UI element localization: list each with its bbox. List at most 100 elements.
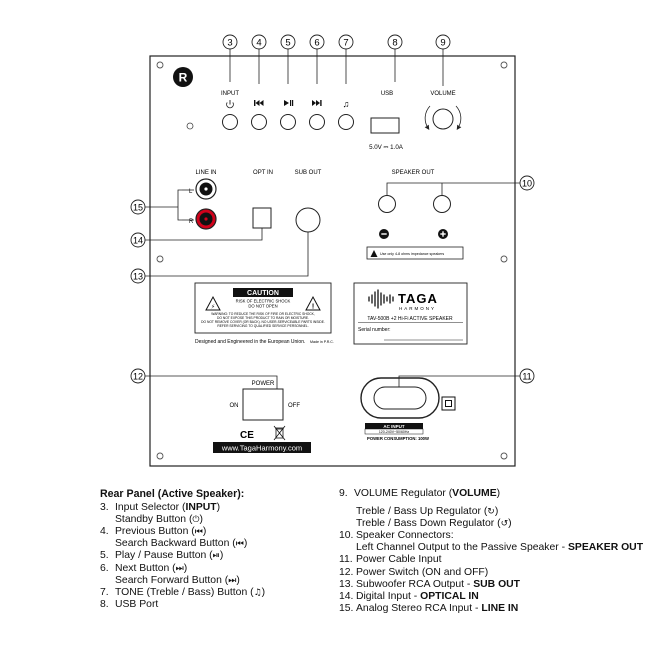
ce-mark: CE	[240, 430, 254, 441]
legend-item-suffix: )	[219, 550, 224, 562]
svg-text:⚡: ⚡	[211, 304, 215, 311]
label-opt-in: OPT IN	[253, 170, 273, 176]
legend-item-number: 11.	[339, 554, 353, 566]
music-note-icon: ♫	[343, 99, 350, 109]
legend-item-number: 9.	[339, 488, 348, 499]
svg-text:RISK OF ELECTRIC SHOCK: RISK OF ELECTRIC SHOCK	[236, 299, 291, 304]
label-line-in: LINE IN	[195, 170, 216, 176]
svg-text:13: 13	[133, 272, 143, 282]
legend-item: 4.Previous Button (⏮)	[100, 526, 335, 538]
legend-item-suffix: )	[494, 506, 499, 518]
svg-text:8: 8	[392, 38, 397, 49]
subwoofer-output-jack[interactable]	[295, 207, 321, 233]
legend-item-number: 7.	[100, 586, 109, 598]
legend-item-suffix: )	[199, 514, 203, 526]
svg-text:Use only 4-8 ohms impedance sp: Use only 4-8 ohms impedance speakers	[380, 252, 444, 256]
legend-item: 9.VOLUME Regulator (VOLUME)	[339, 488, 639, 500]
svg-text:TAGA: TAGA	[398, 291, 438, 306]
legend-item: Treble / Bass Up Regulator (↻)	[339, 506, 639, 518]
website-banner	[213, 442, 311, 453]
input-standby-button[interactable]	[222, 114, 238, 130]
svg-text:15: 15	[133, 203, 143, 213]
svg-text:WARNING: TO REDUCE THE RISK OF: WARNING: TO REDUCE THE RISK OF FIRE OR E…	[211, 312, 315, 316]
legend-item-text: Speaker Connectors:	[356, 530, 454, 542]
svg-text:6: 6	[314, 38, 319, 49]
double-insulation-icon	[441, 396, 456, 411]
legend-item-icon: ⏮	[235, 539, 244, 550]
volume-knob-arrows	[424, 105, 462, 131]
svg-text:5: 5	[285, 38, 290, 49]
small-hole	[186, 122, 194, 130]
legend-item-icon: ⏮	[194, 527, 203, 538]
svg-text:10: 10	[522, 179, 532, 189]
callout-5: 5	[280, 34, 296, 84]
legend-item-number: 5.	[100, 550, 109, 562]
legend-item-text: Input Selector (	[115, 502, 186, 514]
mounting-screws	[156, 61, 508, 460]
legend-item: Standby Button (⏻)	[100, 514, 335, 526]
svg-text:REFER SERVICING TO QUALIFIED S: REFER SERVICING TO QUALIFIED SERVICE PER…	[217, 324, 308, 328]
legend-item-suffix: )	[183, 562, 188, 574]
optical-input[interactable]	[252, 207, 272, 229]
play-pause-button[interactable]	[280, 114, 296, 130]
rca-right-jack[interactable]	[195, 208, 217, 230]
legend-item-bold: SPEAKER OUT	[567, 542, 644, 554]
taga-wave-logo-icon	[368, 289, 394, 309]
speaker-terminal-negative[interactable]	[378, 195, 396, 213]
legend-item-suffix: )	[261, 586, 266, 598]
svg-text:Serial number:: Serial number:	[358, 327, 391, 333]
svg-text:14: 14	[133, 236, 143, 246]
label-speaker-out: SPEAKER OUT	[392, 170, 435, 176]
svg-text:11: 11	[522, 372, 531, 382]
usb-port[interactable]	[370, 117, 400, 134]
legend-item-text: Next Button (	[115, 562, 176, 574]
next-button[interactable]	[309, 114, 325, 130]
legend-item-number: 6.	[100, 562, 109, 574]
designed-in-eu: Designed and Engineered in the European …	[195, 339, 305, 345]
legend: Rear Panel (Active Speaker): 3.Input Sel…	[0, 480, 650, 650]
legend-item-icon: ↻	[487, 507, 495, 518]
legend-item-suffix: )	[243, 538, 248, 550]
svg-text:7: 7	[343, 38, 348, 49]
label-on: ON	[230, 403, 239, 409]
speaker-terminal-positive[interactable]	[433, 195, 451, 213]
previous-button[interactable]	[251, 114, 267, 130]
legend-item-text: Standby Button (	[115, 514, 193, 526]
callout-9: 9	[435, 34, 451, 86]
legend-item-number: 4.	[100, 526, 109, 538]
plus-icon	[438, 229, 448, 239]
legend-item: 12.Power Switch (ON and OFF)	[339, 567, 639, 579]
svg-text:DO NOT EXPOSE THIS PRODUCT TO: DO NOT EXPOSE THIS PRODUCT TO RAIN OR MO…	[217, 316, 309, 320]
power-switch[interactable]	[242, 388, 284, 421]
svg-text:TAV-500B +2 Hi-Fi ACTIVE SPEAK: TAV-500B +2 Hi-Fi ACTIVE SPEAKER	[367, 316, 453, 322]
legend-item-bold: OPTICAL IN	[420, 590, 479, 602]
callout-6: 6	[309, 34, 325, 84]
legend-item-number: 13.	[339, 578, 354, 590]
legend-item: 5.Play / Pause Button (⏯)	[100, 550, 335, 562]
svg-text:HARMONY: HARMONY	[399, 306, 436, 311]
svg-text:AC INPUT: AC INPUT	[383, 424, 405, 429]
tone-button[interactable]	[338, 114, 354, 130]
label-right: R	[189, 219, 194, 225]
legend-item-text: Search Backward Button (	[115, 538, 236, 550]
minus-icon	[379, 229, 389, 239]
label-sub-out: SUB OUT	[295, 170, 322, 176]
legend-item-bold: VOLUME	[452, 488, 497, 499]
callout-15: 15	[130, 189, 194, 221]
legend-item: 8.USB Port	[100, 599, 335, 611]
legend-item: 13.Subwoofer RCA Output - SUB OUT	[339, 579, 639, 591]
legend-item-text: Analog Stereo RCA Input -	[356, 602, 482, 614]
legend-item-number: 12.	[339, 566, 354, 578]
usb-rating: 5.0V ⎓ 1.0A	[369, 144, 404, 151]
volume-knob[interactable]	[432, 108, 454, 130]
ac-input-label: AC INPUT 120-240V~50/60Hz POWER CONSUMPT…	[364, 423, 429, 441]
legend-item-text: USB Port	[115, 598, 159, 610]
legend-item-bold: SUB OUT	[473, 578, 521, 590]
legend-item-text: Digital Input -	[356, 590, 421, 602]
legend-item-text: Search Forward Button (	[115, 574, 229, 586]
legend-item-icon: ⏯	[212, 551, 220, 562]
label-usb: USB	[381, 91, 393, 97]
logo-letter: R	[179, 71, 188, 85]
rca-left-jack[interactable]	[195, 178, 217, 200]
